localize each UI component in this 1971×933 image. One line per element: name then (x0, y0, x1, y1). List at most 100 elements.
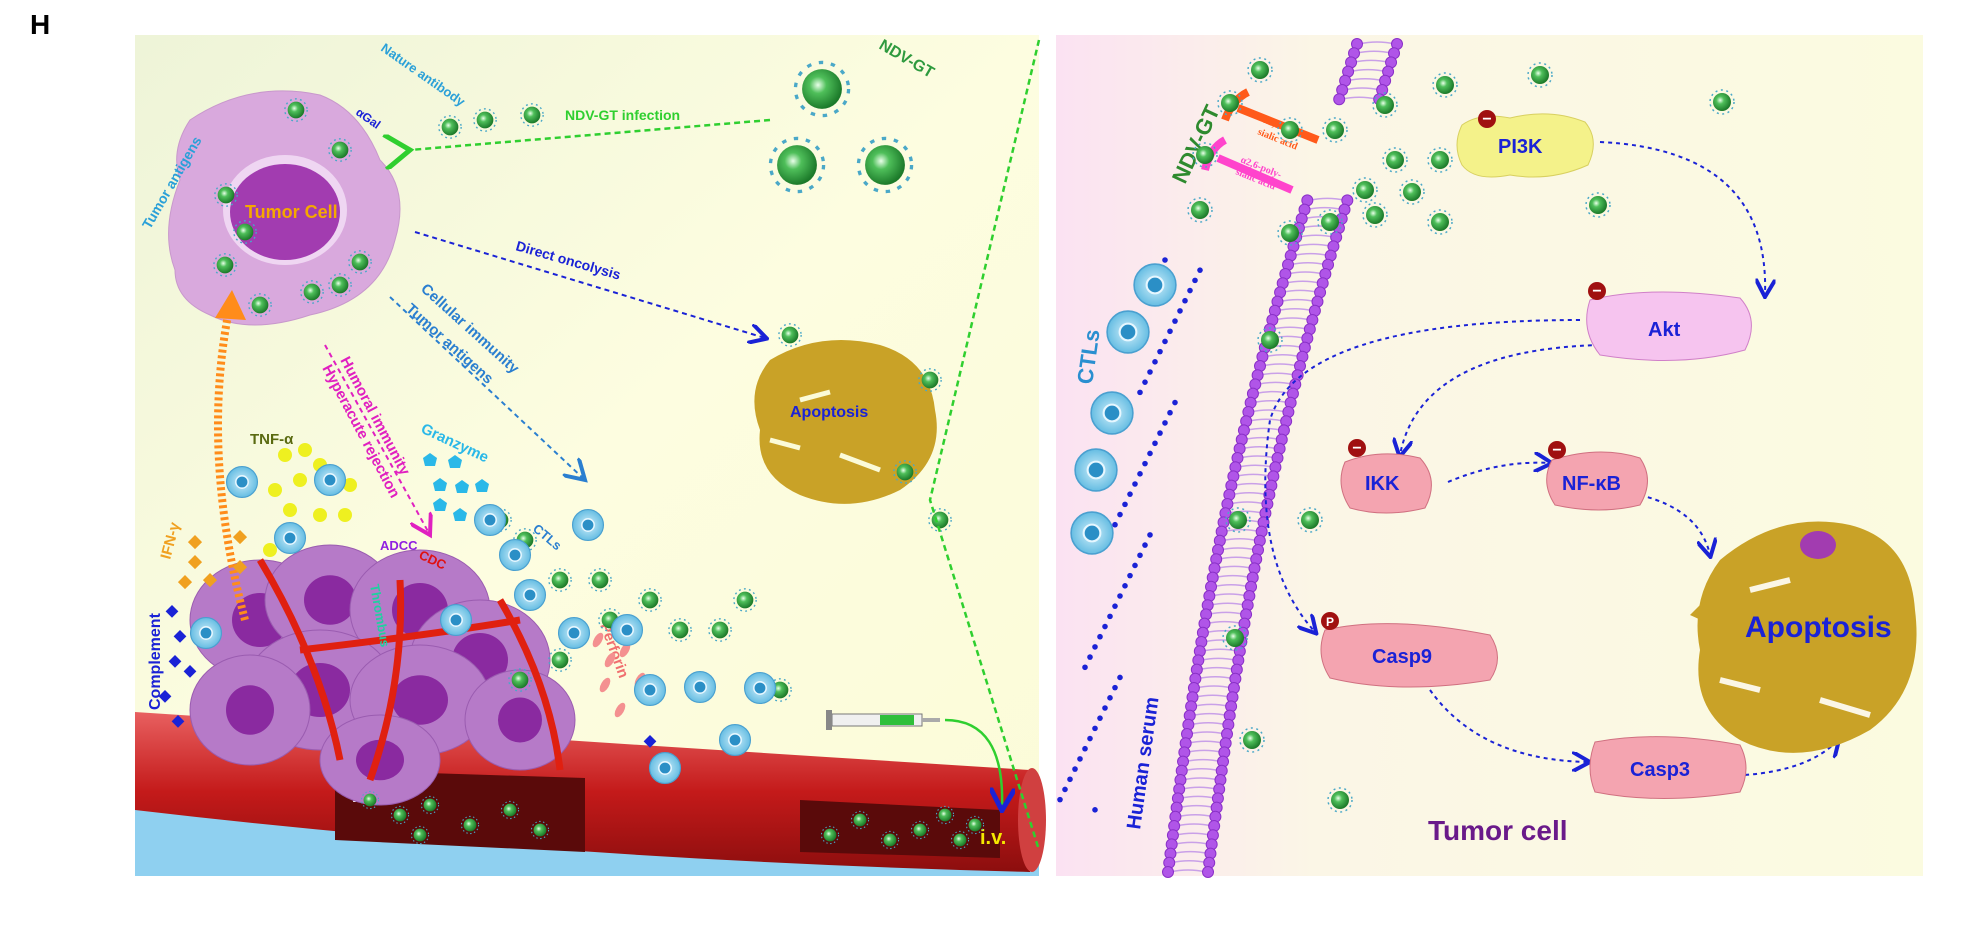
ctl-cell (743, 671, 777, 705)
tnf-alpha-particle (338, 508, 352, 522)
tumor-mass-nucleus (226, 685, 274, 735)
ctl-cell (473, 503, 507, 537)
serum-dot (1157, 348, 1163, 355)
serum-dot (1142, 379, 1148, 385)
serum-dot (1127, 491, 1133, 497)
apoptotic-body-right (1690, 521, 1917, 753)
left-panel: PAF i.v. Tumor Cell Nature antibody αGal… (135, 35, 1046, 876)
serum-dot (1067, 776, 1073, 783)
adcc-label: ADCC (380, 538, 418, 553)
nfkb-inhibit-badge: − (1552, 442, 1561, 459)
ctl-cell (498, 538, 532, 572)
serum-dot (1122, 583, 1128, 589)
granzyme-particle (475, 479, 489, 492)
ctl-cell (225, 465, 259, 499)
serum-dot (1122, 501, 1128, 508)
syringe-icon (826, 710, 940, 730)
serum-dot (1092, 807, 1098, 813)
injection-arrow (944, 718, 1002, 808)
serum-dot (1162, 338, 1168, 345)
granzyme-particle (433, 498, 447, 511)
granzyme-particle (433, 478, 447, 491)
serum-dot (1147, 450, 1153, 457)
granzyme-particle (448, 455, 462, 468)
serum-dot (1102, 623, 1108, 630)
serum-dot (1117, 674, 1123, 681)
node-pi3k: PI3K (1456, 113, 1594, 178)
serum-dot (1147, 369, 1153, 375)
serum-dot (1132, 562, 1138, 569)
granzyme-particle (423, 453, 437, 466)
immune-feedback-arrowhead (215, 290, 246, 320)
ctl-cell (1070, 511, 1114, 555)
lipid-head (1162, 866, 1174, 878)
tumor-mass-nucleus (392, 675, 448, 725)
ctl-cell (683, 670, 717, 704)
ctl-cell (1133, 263, 1177, 307)
apoptosis-label-left: Apoptosis (790, 404, 868, 421)
tumor-cell-label-right: Tumor cell (1428, 815, 1568, 846)
akt-inhibit-badge: − (1592, 283, 1601, 300)
blood-capillary (366, 579, 405, 782)
tnf-alpha-particle (343, 478, 357, 492)
signaling-arrows (1264, 141, 1838, 776)
perforin-particle (599, 677, 611, 693)
serum-dot (1192, 277, 1198, 284)
ctl-cell (513, 578, 547, 612)
perforin-particle (604, 652, 616, 668)
lipid-head (1202, 866, 1214, 878)
tnf-alpha-particle (283, 503, 297, 517)
node-casp9: Casp9 (1320, 623, 1498, 688)
serum-dot (1087, 735, 1093, 742)
ctl-cell (648, 751, 682, 785)
figure-label: H (30, 9, 50, 40)
perforin-particle (619, 642, 631, 658)
casp3-label: Casp3 (1630, 759, 1690, 781)
ctl-cell (718, 723, 752, 757)
ctl-cell (610, 613, 644, 647)
serum-dot (1162, 257, 1168, 263)
direct-oncolysis-arrow (414, 231, 765, 338)
ctl-cell (189, 616, 223, 650)
serum-dot (1162, 420, 1168, 426)
serum-dot (1197, 267, 1203, 273)
serum-dot (1102, 705, 1108, 711)
serum-dot (1057, 796, 1063, 803)
serum-dot (1077, 756, 1083, 762)
serum-dot (1172, 318, 1178, 324)
tnf-alpha-particle (278, 448, 292, 462)
apoptosis-label-right: Apoptosis (1745, 611, 1892, 644)
humoral-immunity-arrow (324, 344, 430, 535)
zoom-connector-line (928, 39, 1041, 851)
node-casp3: Casp3 (1589, 736, 1747, 799)
node-ikk: IKK (1340, 453, 1432, 514)
serum-dot (1147, 532, 1153, 538)
inhibition-badges (1348, 110, 1606, 459)
serum-dot (1152, 440, 1158, 447)
granzyme-particle (455, 480, 469, 493)
ctl-cell (313, 463, 347, 497)
ctl-cell (1106, 310, 1150, 354)
serum-dot (1117, 511, 1123, 518)
blood-capillary (496, 598, 564, 771)
arrow-casp9-casp3 (1429, 689, 1588, 762)
serum-dot (1082, 745, 1088, 752)
serum-dot (1097, 633, 1103, 640)
serum-dot (1142, 460, 1148, 467)
casp9-phospho-badge-bg (1321, 612, 1339, 630)
granzyme-particle (453, 508, 467, 521)
ctl-cell (557, 616, 591, 650)
arrow-akt-casp9 (1264, 319, 1581, 632)
perforin-particle (592, 632, 604, 648)
serum-dot (1112, 603, 1118, 609)
serum-dot (1172, 399, 1178, 406)
serum-dot (1132, 481, 1138, 487)
tnf-alpha-particle (298, 443, 312, 457)
serum-dot (1112, 684, 1118, 691)
node-nfkb: NF-κB (1546, 451, 1648, 511)
perforin-particle (614, 702, 626, 718)
right-panel: α2,3-poly-sialic acid α2,6-poly-sialic a… (1056, 35, 1923, 878)
serum-dot (1137, 389, 1143, 396)
serum-dot (1167, 409, 1173, 416)
